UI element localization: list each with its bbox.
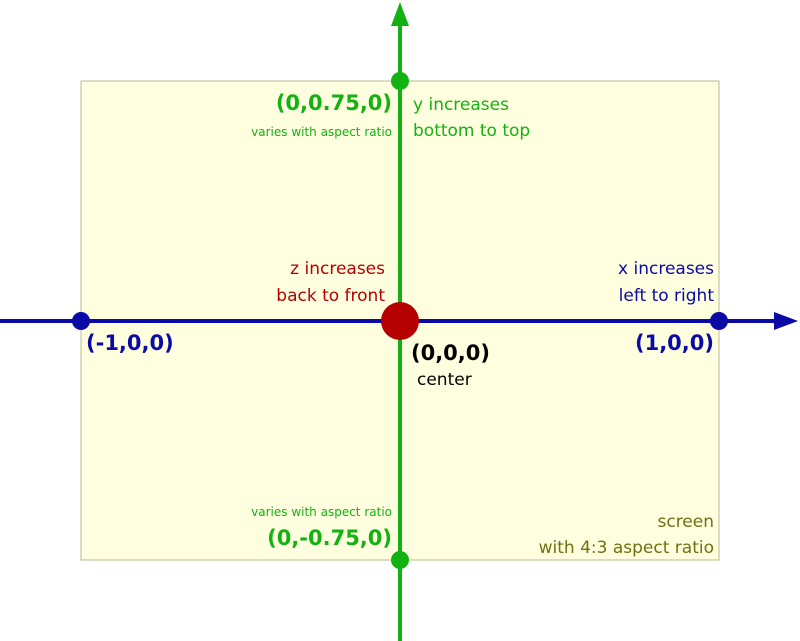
- y-axis-arrowhead: [391, 2, 409, 26]
- y-axis-label-line1: y increases: [413, 95, 509, 115]
- x-axis-arrowhead: [774, 312, 798, 330]
- y-bottom-point: [391, 551, 409, 569]
- x-right-coord-label: (1,0,0): [635, 331, 714, 355]
- y-bottom-note: varies with aspect ratio: [251, 505, 392, 519]
- y-top-coord-label: (0,0.75,0): [276, 91, 392, 115]
- y-axis-label-line2: bottom to top: [413, 121, 530, 141]
- z-axis-label-line1: z increases: [290, 259, 385, 279]
- z-axis-label-line2: back to front: [276, 286, 385, 306]
- center-coord-label: (0,0,0): [411, 341, 490, 365]
- x-axis-label-line1: x increases: [618, 259, 714, 279]
- screen-label-line2: with 4:3 aspect ratio: [539, 538, 714, 558]
- y-top-point: [391, 72, 409, 90]
- x-left-coord-label: (-1,0,0): [86, 331, 174, 355]
- center-label: center: [417, 370, 472, 390]
- z-center-point: [381, 302, 419, 340]
- y-top-note: varies with aspect ratio: [251, 125, 392, 139]
- x-left-point: [72, 312, 90, 330]
- x-axis-label-line2: left to right: [619, 286, 715, 306]
- x-right-point: [710, 312, 728, 330]
- screen-label-line1: screen: [657, 512, 714, 532]
- y-bottom-coord-label: (0,-0.75,0): [267, 526, 392, 550]
